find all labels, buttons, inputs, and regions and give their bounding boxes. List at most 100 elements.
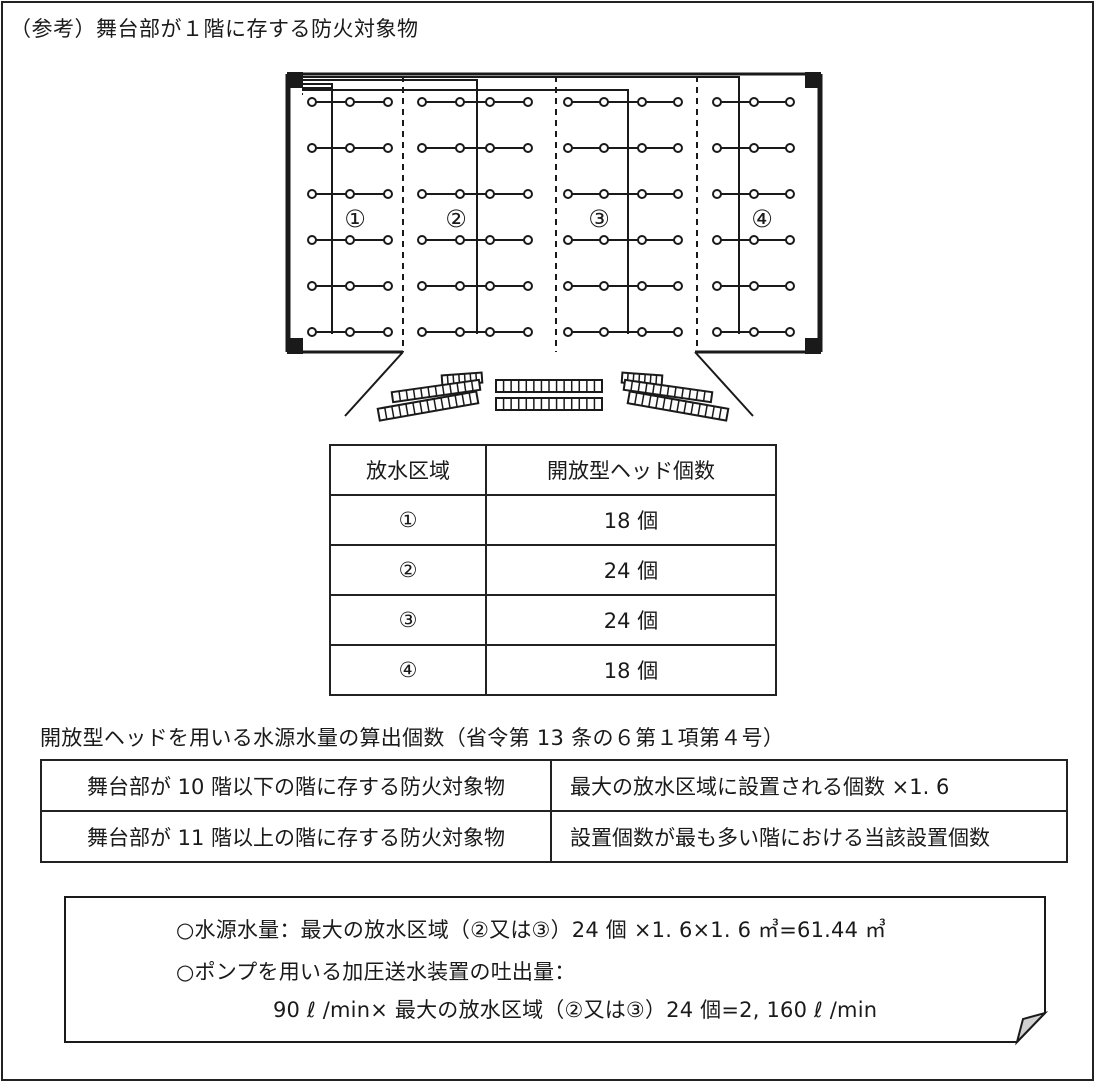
open-sprinkler-head: [383, 143, 393, 153]
open-sprinkler-head: [307, 327, 317, 337]
open-sprinkler-head: [307, 143, 317, 153]
open-sprinkler-head: [417, 327, 427, 337]
head-count-cell: 18 個: [485, 644, 777, 696]
open-sprinkler-head: [599, 143, 609, 153]
zone-dividers: [402, 76, 698, 352]
zone-head-count-table: 放水区域 開放型ヘッド個数 ① 18 個 ② 24 個 ③ 24 個 ④ 18 …: [329, 444, 777, 696]
open-sprinkler-head: [563, 97, 573, 107]
open-sprinkler-head: [383, 97, 393, 107]
open-sprinkler-head: [785, 97, 795, 107]
open-sprinkler-head: [417, 97, 427, 107]
seat-row: [495, 397, 603, 411]
zone-cell: ②: [329, 544, 487, 596]
open-sprinkler-head: [637, 143, 647, 153]
zone-label-background: [584, 203, 614, 233]
open-sprinkler-head: [637, 97, 647, 107]
pump-discharge-heading: ○ポンプを用いる加圧送水装置の吐出量：: [176, 960, 576, 984]
open-sprinkler-head: [383, 281, 393, 291]
rule-caption: 開放型ヘッドを用いる水源水量の算出個数（省令第 13 条の６第１項第４号）: [40, 726, 785, 750]
open-sprinkler-head: [307, 281, 317, 291]
open-sprinkler-head: [485, 189, 495, 199]
open-sprinkler-head: [599, 327, 609, 337]
column-header-zone: 放水区域: [329, 444, 487, 496]
table-header-row: 放水区域 開放型ヘッド個数: [329, 444, 777, 496]
open-sprinkler-head: [673, 97, 683, 107]
building-condition-cell: 舞台部が 11 階以上の階に存する防火対象物: [40, 810, 552, 863]
open-sprinkler-head: [749, 189, 759, 199]
zone-label: ①: [344, 205, 366, 233]
head-count-cell: 24 個: [485, 544, 777, 596]
open-sprinkler-head: [383, 189, 393, 199]
open-sprinkler-head: [523, 97, 533, 107]
open-sprinkler-head: [749, 327, 759, 337]
open-sprinkler-head: [637, 235, 647, 245]
open-sprinkler-head: [563, 235, 573, 245]
open-sprinkler-head: [599, 235, 609, 245]
seat-row: [495, 379, 603, 393]
open-sprinkler-head: [417, 143, 427, 153]
open-sprinkler-head: [345, 143, 355, 153]
table-row: 舞台部が 11 階以上の階に存する防火対象物 設置個数が最も多い階における当該設…: [40, 810, 1068, 863]
open-sprinkler-head: [712, 281, 722, 291]
open-sprinkler-head: [485, 143, 495, 153]
building-condition-cell: 舞台部が 10 階以下の階に存する防火対象物: [40, 759, 552, 812]
open-sprinkler-head: [637, 281, 647, 291]
open-sprinkler-head: [307, 235, 317, 245]
open-sprinkler-head: [749, 97, 759, 107]
open-sprinkler-head: [785, 235, 795, 245]
zone-labels: ① ② ③ ④: [340, 203, 777, 233]
sprinkler-heads: [307, 97, 795, 337]
seat-row: [622, 378, 714, 404]
open-sprinkler-head: [563, 327, 573, 337]
open-sprinkler-head: [563, 281, 573, 291]
pump-discharge-formula: 90 ℓ /min× 最大の放水区域（②又は③）24 個=2, 160 ℓ /m…: [273, 998, 878, 1022]
open-sprinkler-head: [785, 281, 795, 291]
open-sprinkler-head: [485, 97, 495, 107]
open-sprinkler-head: [599, 97, 609, 107]
open-sprinkler-head: [749, 235, 759, 245]
head-count-cell: 24 個: [485, 594, 777, 646]
zone-label-background: [747, 203, 777, 233]
open-sprinkler-head: [673, 281, 683, 291]
open-sprinkler-head: [563, 143, 573, 153]
open-sprinkler-head: [712, 97, 722, 107]
open-sprinkler-head: [785, 143, 795, 153]
stage-outline: [285, 72, 823, 354]
open-sprinkler-head: [455, 143, 465, 153]
column-header-head-count: 開放型ヘッド個数: [485, 444, 777, 496]
open-sprinkler-head: [712, 143, 722, 153]
open-sprinkler-head: [749, 143, 759, 153]
open-sprinkler-head: [383, 235, 393, 245]
seat-row: [376, 390, 480, 422]
table-row: 舞台部が 10 階以下の階に存する防火対象物 最大の放水区域に設置される個数 ×…: [40, 759, 1068, 812]
seat-row: [390, 378, 482, 404]
open-sprinkler-head: [673, 143, 683, 153]
open-sprinkler-head: [749, 281, 759, 291]
zone-label-background: [340, 203, 370, 233]
open-sprinkler-head: [563, 189, 573, 199]
open-sprinkler-head: [455, 97, 465, 107]
open-sprinkler-head: [523, 281, 533, 291]
zone-label: ②: [445, 205, 467, 233]
open-sprinkler-head: [523, 235, 533, 245]
count-rule-cell: 最大の放水区域に設置される個数 ×1. 6: [550, 759, 1068, 812]
open-sprinkler-head: [599, 189, 609, 199]
audience-seating: [344, 351, 754, 422]
open-sprinkler-head: [417, 281, 427, 291]
zone-label: ④: [751, 205, 773, 233]
open-sprinkler-head: [523, 189, 533, 199]
open-sprinkler-head: [345, 281, 355, 291]
zone-cell: ③: [329, 594, 487, 646]
zone-label-background: [441, 203, 471, 233]
water-volume-line: ○水源水量：最大の放水区域（②又は③）24 個 ×1. 6×1. 6 ㎥=61.…: [176, 918, 887, 942]
zone-cell: ①: [329, 494, 487, 546]
open-sprinkler-head: [383, 327, 393, 337]
open-sprinkler-head: [485, 235, 495, 245]
open-sprinkler-head: [785, 189, 795, 199]
open-sprinkler-head: [345, 189, 355, 199]
zone-label: ③: [588, 205, 610, 233]
count-rule-cell: 設置個数が最も多い階における当該設置個数: [550, 810, 1068, 863]
open-sprinkler-head: [345, 327, 355, 337]
seat-row: [626, 390, 730, 422]
